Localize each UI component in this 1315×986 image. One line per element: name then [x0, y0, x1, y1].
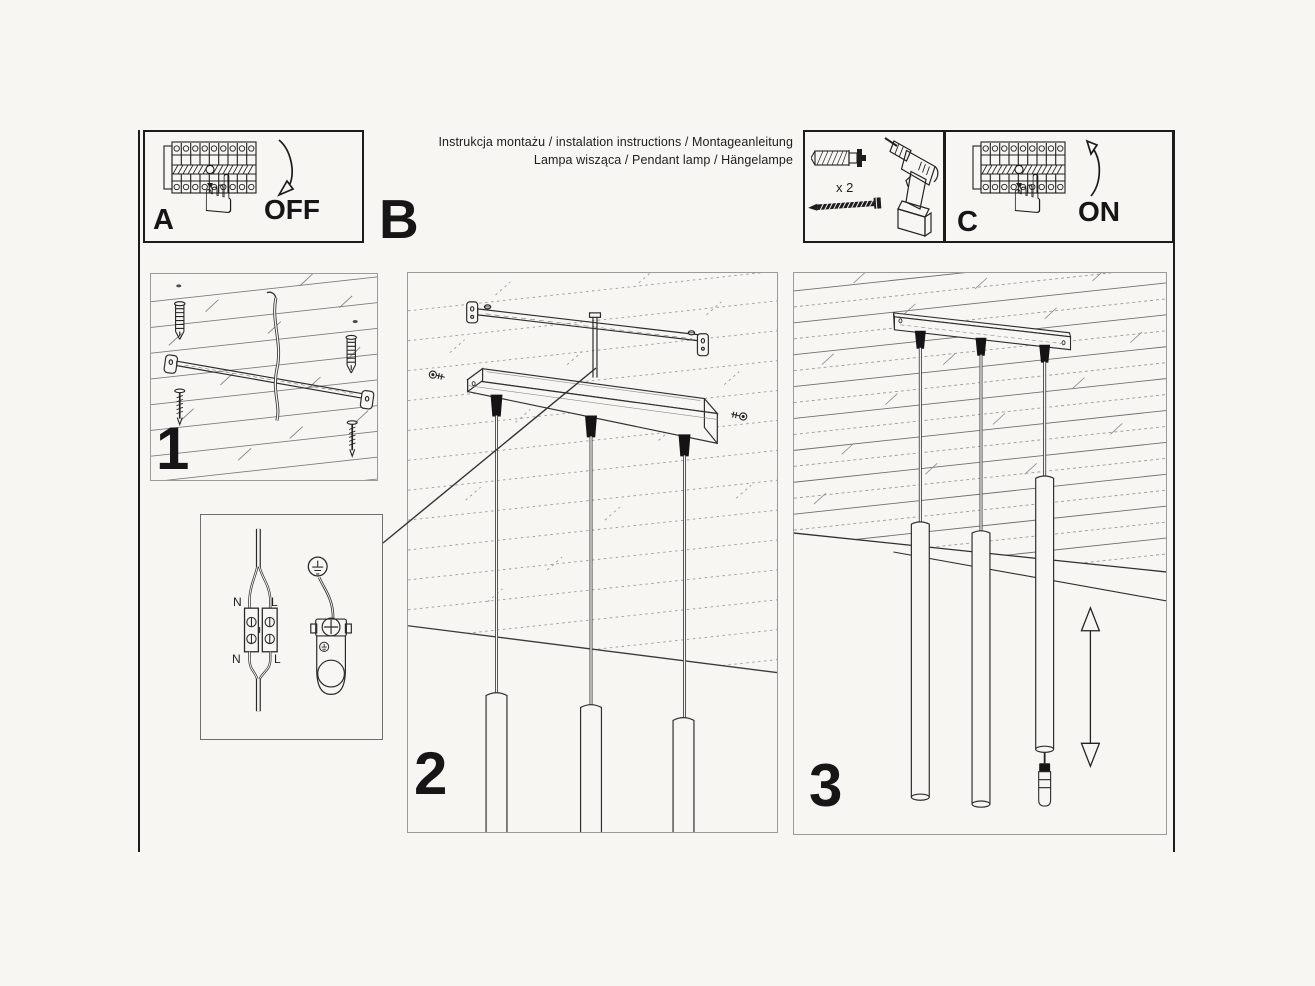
pointing-hand-icon: ☝ — [202, 163, 235, 226]
panel-a-label: A — [153, 204, 174, 236]
step-2-panel: 2 — [407, 272, 778, 833]
step-1-panel: 1 — [150, 273, 378, 481]
pointing-hand-icon: ☝ — [1011, 163, 1044, 226]
panel-c-state-label: ON — [1078, 196, 1120, 227]
wiring-diagram-illustration — [243, 528, 352, 712]
step-3-panel: 3 — [793, 272, 1167, 835]
wall-plug-icon — [811, 149, 866, 167]
pendant-step3-illustration — [794, 273, 1166, 808]
wire-line-label-top: L — [271, 595, 278, 609]
height-adjust-arrow — [1080, 606, 1101, 769]
circuit-breaker-illustration — [163, 141, 257, 194]
curved-arrow-up-icon — [1085, 139, 1101, 197]
wiring-detail-box: N L N L — [200, 514, 383, 740]
step-3-number: 3 — [809, 752, 843, 819]
tools-panel: x 2 — [803, 130, 945, 243]
panel-c-label: C — [957, 206, 978, 238]
drill-icon — [884, 137, 939, 238]
curved-arrow-down-icon — [277, 139, 295, 197]
leader-line — [382, 367, 597, 544]
document-title: Instrukcja montażu / instalation instruc… — [438, 134, 793, 169]
title-line-1: Instrukcja montażu / instalation instruc… — [438, 135, 793, 149]
panel-a: ☝ OFF A — [143, 130, 364, 243]
pendant-step2-illustration — [408, 273, 777, 832]
wire-line-label-bottom: L — [274, 652, 281, 666]
page-border-right — [1173, 130, 1175, 852]
wire-neutral-label-top: N — [233, 595, 242, 609]
page-border-left — [138, 130, 140, 852]
screw-icon — [808, 197, 882, 211]
wire-neutral-label-bottom: N — [232, 652, 241, 666]
panel-c: ☝ ON C — [944, 130, 1174, 243]
ceiling-step1-illustration — [151, 274, 377, 480]
section-b-label: B — [379, 188, 419, 250]
title-line-2: Lampa wisząca / Pendant lamp / Hängelamp… — [533, 152, 793, 167]
circuit-breaker-illustration — [972, 141, 1066, 194]
step-1-number: 1 — [156, 415, 190, 481]
panel-a-state-label: OFF — [264, 194, 320, 225]
anchor-quantity-label: x 2 — [836, 180, 854, 195]
step-2-number: 2 — [414, 740, 448, 807]
